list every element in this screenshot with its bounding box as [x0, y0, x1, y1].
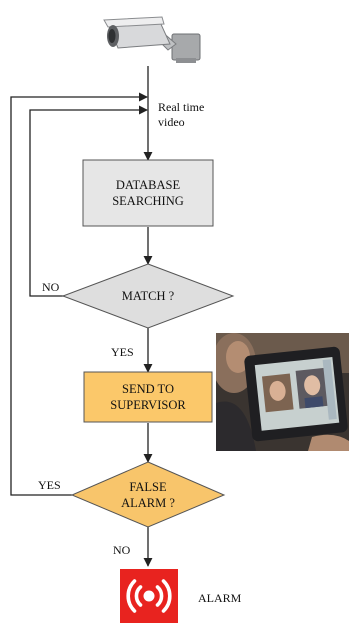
node-false-alarm-label: FALSE ALARM ?	[121, 480, 175, 510]
alarm-siren-icon	[120, 569, 178, 623]
camera-caption: Real time video	[158, 100, 205, 129]
loop-false-alarm-yes	[10, 92, 148, 496]
face-recognition-tablet-photo	[216, 333, 349, 451]
alarm-label: ALARM	[198, 591, 242, 605]
edge-false-alarm-no-label: NO	[113, 543, 131, 557]
loop-match-no	[29, 105, 148, 297]
edge-match-yes-label: YES	[111, 345, 134, 359]
node-match-label: MATCH ?	[121, 289, 175, 303]
edge-false-alarm-yes-label: YES	[38, 478, 61, 492]
node-database-searching-label: DATABASE SEARCHING	[112, 178, 184, 208]
edge-match-no-label: NO	[42, 280, 60, 294]
node-false-alarm-decision	[70, 461, 226, 528]
node-database-searching	[82, 159, 214, 227]
node-send-to-supervisor-label: SEND TO SUPERVISOR	[110, 382, 186, 412]
node-match-decision	[61, 263, 235, 329]
security-camera-icon	[103, 16, 201, 63]
node-send-to-supervisor	[83, 371, 213, 423]
